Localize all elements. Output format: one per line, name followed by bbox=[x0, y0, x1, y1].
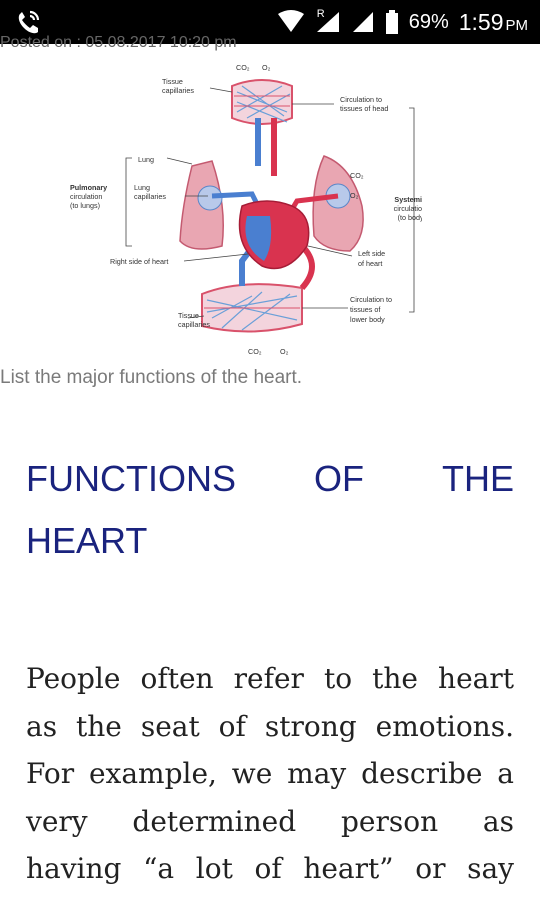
label-circulation-lower-1: Circulation to bbox=[350, 295, 392, 304]
label-pulmonary-3: (to lungs) bbox=[70, 201, 100, 210]
label-left-side-1: Left side bbox=[358, 249, 385, 258]
label-right-side-heart: Right side of heart bbox=[110, 257, 168, 266]
section-heading: FUNCTIONS OF THE HEART bbox=[26, 448, 514, 572]
label-tissue-capillaries-bottom-1: Tissue bbox=[178, 311, 199, 320]
body-paragraph: People often refer to the heart as the s… bbox=[26, 655, 514, 893]
label-lung: Lung bbox=[138, 155, 154, 164]
label-tissue-capillaries-bottom-2: capillaries bbox=[178, 320, 210, 329]
label-lung-capillaries-1: Lung bbox=[134, 183, 150, 192]
heading-word-2: OF bbox=[314, 458, 364, 499]
label-tissue-capillaries-top-2: capillaries bbox=[162, 86, 194, 95]
signal-icon bbox=[352, 12, 373, 32]
heading-word-1: FUNCTIONS bbox=[26, 458, 236, 499]
bottom-capillary-bed bbox=[201, 283, 303, 333]
body-line: as the seat of strong emotions. bbox=[26, 709, 514, 743]
body-line: For example, we may describe a bbox=[26, 757, 514, 790]
heart bbox=[238, 200, 310, 270]
label-systemic-2: circulation bbox=[394, 204, 422, 213]
clock-time: 1:59 bbox=[458, 8, 504, 35]
label-pulmonary-1: Pulmonary bbox=[70, 183, 107, 192]
label-circulation-lower-3: lower body bbox=[350, 315, 385, 324]
signal-badge: R bbox=[316, 8, 325, 20]
signal-r-icon: R bbox=[315, 8, 341, 34]
leader-lines bbox=[125, 87, 415, 319]
label-o2-top: O₂ bbox=[262, 63, 271, 72]
label-o2-right: O₂ bbox=[350, 191, 359, 200]
label-co2-right: CO₂ bbox=[350, 171, 364, 180]
wifi-icon bbox=[277, 10, 304, 32]
label-circulation-head-1: Circulation to bbox=[340, 95, 382, 104]
battery-percent: 69% bbox=[408, 10, 449, 33]
diagram-labels: Tissue capillaries CO₂ O₂ Circulation to… bbox=[70, 63, 426, 356]
clock-suffix: PM bbox=[505, 16, 529, 34]
label-left-side-2: of heart bbox=[358, 259, 382, 268]
battery-icon bbox=[385, 10, 398, 34]
top-capillary-bed bbox=[231, 79, 293, 125]
label-tissue-capillaries-top-1: Tissue bbox=[162, 77, 183, 86]
body-line: very determined person as bbox=[26, 804, 514, 838]
label-lung-capillaries-2: capillaries bbox=[134, 192, 166, 201]
heart-circulation-diagram: Tissue capillaries CO₂ O₂ Circulation to… bbox=[62, 56, 426, 358]
label-o2-bottom: O₂ bbox=[280, 347, 289, 356]
label-co2-bottom: CO₂ bbox=[248, 347, 262, 356]
left-lung bbox=[179, 160, 224, 250]
phone-call-icon bbox=[14, 8, 44, 36]
body-line: having “a lot of heart” or say bbox=[26, 852, 514, 885]
heading-line-1: FUNCTIONS OF THE bbox=[26, 448, 514, 510]
posted-date: Posted on : 05.08.2017 10:20 pm bbox=[0, 34, 237, 51]
heading-word-3: THE bbox=[442, 458, 514, 499]
figure-caption: List the major functions of the heart. bbox=[0, 367, 303, 388]
label-co2-top: CO₂ bbox=[236, 63, 250, 72]
right-lung bbox=[312, 155, 364, 252]
label-systemic-3: (to body) bbox=[398, 213, 422, 222]
label-circulation-lower-2: tissues of bbox=[350, 305, 380, 314]
label-pulmonary-2: circulation bbox=[70, 192, 102, 201]
diagram-svg: Tissue capillaries CO₂ O₂ Circulation to… bbox=[70, 63, 426, 356]
label-circulation-head-2: tissues of head bbox=[340, 104, 388, 113]
body-line: People often refer to the heart bbox=[26, 662, 514, 695]
heading-line-2: HEART bbox=[26, 520, 148, 561]
